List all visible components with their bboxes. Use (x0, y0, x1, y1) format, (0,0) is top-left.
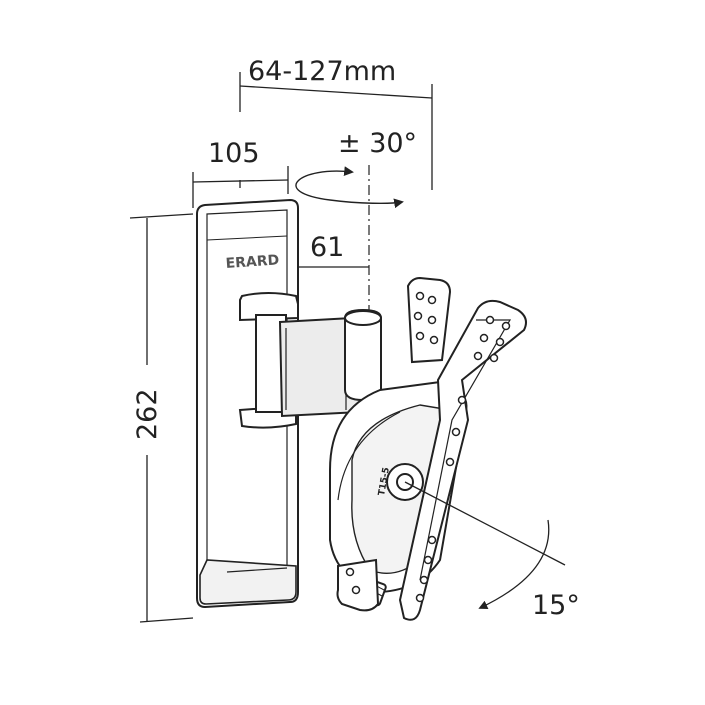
height-label: 262 (132, 388, 163, 440)
swivel-arrow (295, 166, 404, 209)
vesa-holes (345, 291, 511, 603)
offset-label: 61 (310, 232, 344, 263)
tilt-label: 15° (532, 590, 580, 621)
brand-logo: ERARD (225, 252, 280, 272)
extension-range-label: 64-127mm (248, 56, 396, 87)
width-dimension (192, 166, 289, 208)
tilt-indicator (404, 481, 566, 609)
swing-arm (238, 292, 382, 429)
height-dimension (129, 213, 194, 623)
model-mark: T15-5 (377, 467, 392, 497)
swivel-label: ± 30° (338, 128, 417, 159)
extension-dimension (239, 72, 433, 190)
width-label: 105 (208, 138, 260, 169)
